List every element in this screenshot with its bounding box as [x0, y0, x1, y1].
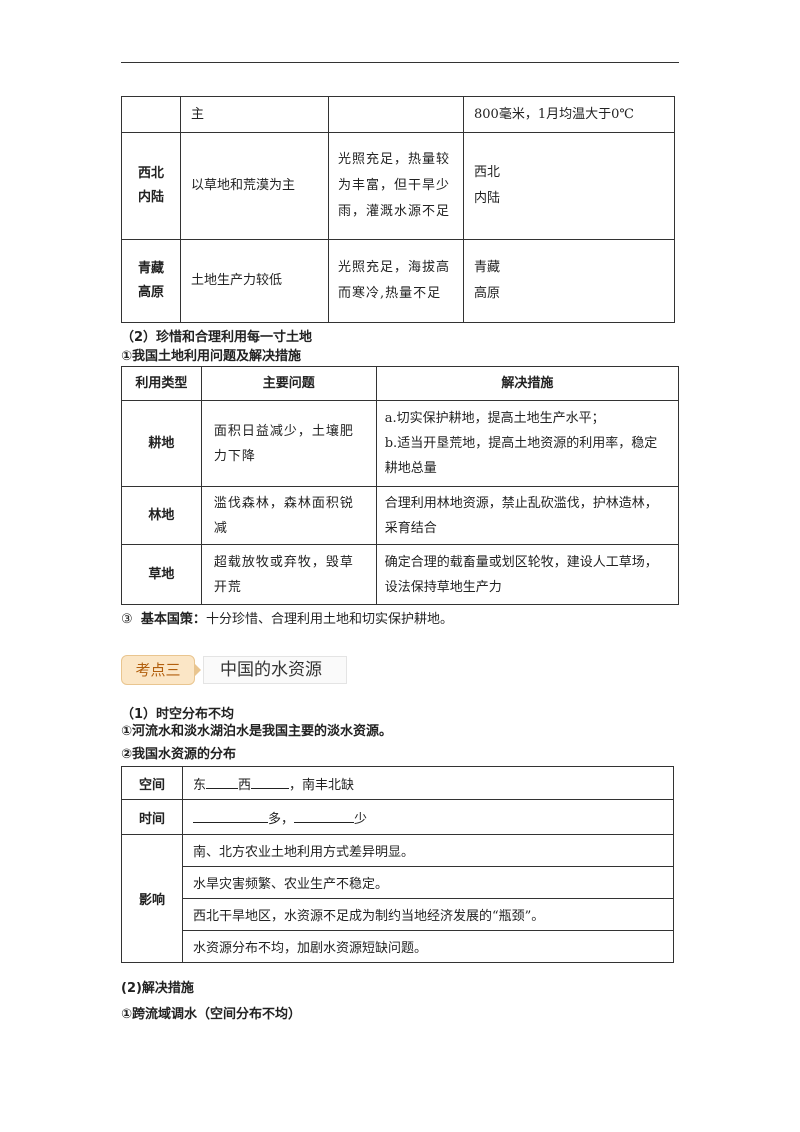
table-row: 草地 超载放牧或弃牧，毁草开荒 确定合理的载畜量或划区轮牧，建设人工草场，设法保… — [121, 544, 680, 605]
type-cell: 草地 — [121, 544, 202, 605]
column-header: 主要问题 — [200, 366, 377, 401]
condition-cell — [328, 96, 464, 133]
table-row: 水旱灾害频繁、农业生产不稳定。 — [122, 866, 674, 899]
kaodian-title: 中国的水资源 — [203, 656, 347, 684]
land-region-table: 主 800毫米，1月均温大于0℃ 西北 内陆 以草地和荒漠为主 光照充足，热量较… — [121, 96, 675, 323]
land-cell: 以草地和荒漠为主 — [180, 132, 329, 240]
policy-number: ③ — [121, 612, 133, 627]
section-heading: （1）时空分布不均 — [121, 707, 235, 722]
table-row: 林地 滥伐森林，森林面积锐减 合理利用林地资源，禁止乱砍滥伐，护林造林，采育结合 — [121, 486, 680, 545]
table-row: 西北干旱地区，水资源不足成为制约当地经济发展的“瓶颈”。 — [122, 898, 674, 931]
problem-cell: 面积日益减少，土壤肥力下降 — [200, 400, 377, 487]
fill-blank — [294, 809, 355, 823]
solution-cell: 合理利用林地资源，禁止乱砍滥伐，护林造林，采育结合 — [375, 486, 680, 545]
type-cell: 林地 — [121, 486, 202, 545]
type-cell: 耕地 — [121, 400, 202, 487]
policy-label: 基本国策： — [140, 612, 206, 627]
column-header: 解决措施 — [375, 366, 680, 401]
region-cell — [121, 96, 181, 133]
column-header: 利用类型 — [121, 366, 202, 401]
problem-cell: 滥伐森林，森林面积锐减 — [200, 486, 377, 545]
fill-blank — [251, 775, 290, 789]
table-header-row: 利用类型 主要问题 解决措施 — [121, 366, 680, 401]
table-row: 水资源分布不均，加剧水资源短缺问题。 — [122, 930, 674, 963]
table-row: 青藏 高原 土地生产力较低 光照充足，海拔高而寒冷,热量不足 青藏 高原 — [121, 239, 675, 323]
table-row: 西北 内陆 以草地和荒漠为主 光照充足，热量较为丰富，但干旱少雨，灌溉水源不足 … — [121, 132, 675, 240]
space-cell: 东西，南丰北缺 — [182, 766, 674, 800]
basic-policy-note: ③ 基本国策：十分珍惜、合理利用土地和切实保护耕地。 — [121, 608, 453, 627]
area-cell: 800毫米，1月均温大于0℃ — [463, 96, 675, 133]
water-distribution-table: 空间 东西，南丰北缺 时间 多，少 影响 南、北方农业土地利用方式差异明显。 水… — [121, 766, 674, 963]
section-subheading: ①我国土地利用问题及解决措施 — [121, 349, 302, 364]
land-use-table: 利用类型 主要问题 解决措施 耕地 面积日益减少，土壤肥力下降 a.切实保护耕地… — [121, 366, 680, 605]
solution-cell: a.切实保护耕地，提高土地生产水平； b.适当开垦荒地，提高土地资源的利用率，稳… — [375, 400, 680, 487]
header-rule — [121, 62, 679, 63]
time-label: 时间 — [121, 799, 183, 835]
table-row: 时间 多，少 — [121, 799, 674, 835]
section-subheading: ①跨流域调水（空间分布不均） — [121, 1007, 302, 1022]
impact-cell: 水资源分布不均，加剧水资源短缺问题。 — [182, 930, 674, 963]
section-heading: (2)解决措施 — [121, 981, 194, 996]
impact-cell: 水旱灾害频繁、农业生产不稳定。 — [182, 866, 674, 899]
problem-cell: 超载放牧或弃牧，毁草开荒 — [200, 544, 377, 605]
badge-arrow-icon — [194, 663, 201, 677]
land-cell: 主 — [180, 96, 329, 133]
table-row: 耕地 面积日益减少，土壤肥力下降 a.切实保护耕地，提高土地生产水平； b.适当… — [121, 400, 680, 487]
region-cell: 青藏 高原 — [121, 239, 181, 323]
solution-cell: 确定合理的载畜量或划区轮牧，建设人工草场，设法保持草地生产力 — [375, 544, 680, 605]
section-heading: （2）珍惜和合理利用每一寸土地 — [121, 330, 313, 345]
impact-label: 影响 — [121, 834, 183, 963]
condition-cell: 光照充足，海拔高而寒冷,热量不足 — [328, 239, 464, 323]
impact-cell: 南、北方农业土地利用方式差异明显。 — [182, 834, 674, 867]
policy-text: 十分珍惜、合理利用土地和切实保护耕地。 — [205, 612, 453, 627]
section-subheading: ②我国水资源的分布 — [121, 747, 237, 762]
fill-blank — [206, 775, 239, 789]
space-label: 空间 — [121, 766, 183, 800]
area-cell: 西北 内陆 — [463, 132, 675, 240]
time-cell: 多，少 — [182, 799, 674, 835]
condition-cell: 光照充足，热量较为丰富，但干旱少雨，灌溉水源不足 — [328, 132, 464, 240]
impact-cell: 西北干旱地区，水资源不足成为制约当地经济发展的“瓶颈”。 — [182, 898, 674, 931]
table-row: 主 800毫米，1月均温大于0℃ — [121, 96, 675, 133]
table-row: 影响 南、北方农业土地利用方式差异明显。 — [121, 834, 674, 963]
kaodian-badge: 考点三 — [121, 655, 195, 685]
section-subheading: ①河流水和淡水湖泊水是我国主要的淡水资源。 — [121, 724, 393, 739]
land-cell: 土地生产力较低 — [180, 239, 329, 323]
region-cell: 西北 内陆 — [121, 132, 181, 240]
area-cell: 青藏 高原 — [463, 239, 675, 323]
table-row: 空间 东西，南丰北缺 — [121, 766, 674, 800]
fill-blank — [193, 809, 268, 823]
